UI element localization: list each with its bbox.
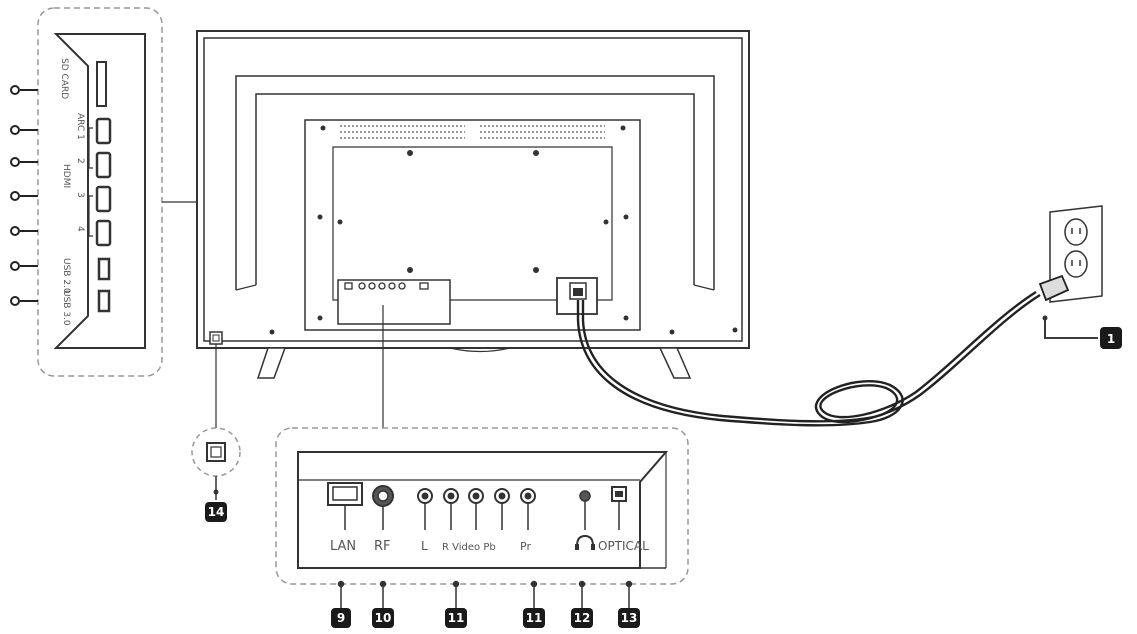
left-stand <box>256 347 287 379</box>
svg-text:13: 13 <box>621 611 638 625</box>
hdmi-arc-label: ARC 1 <box>75 113 85 140</box>
rf-port <box>372 485 394 530</box>
usb-3-label: USB 3.0 <box>61 290 71 326</box>
hdmi-3-port <box>95 185 112 213</box>
power-cord <box>576 290 1041 427</box>
audio-l-label: L <box>421 539 428 553</box>
pr-label: Pr <box>520 540 531 553</box>
svg-text:12: 12 <box>574 611 591 625</box>
rf-label: RF <box>374 539 391 554</box>
sd-card-slot <box>96 61 107 107</box>
usb-2-port <box>97 257 111 281</box>
ir-sensor <box>209 331 223 345</box>
svg-text:11: 11 <box>448 611 465 625</box>
svg-text:11: 11 <box>526 611 543 625</box>
callout-badge-component: 11 <box>523 608 545 628</box>
callout-badge-rf: 10 <box>372 608 394 628</box>
svg-text:9: 9 <box>337 611 345 625</box>
hdmi-2-port <box>95 151 112 179</box>
svg-text:10: 10 <box>375 611 392 625</box>
hdmi-4-port <box>95 219 112 247</box>
right-stand <box>658 347 692 379</box>
hdmi-2-label: 2 <box>75 158 85 164</box>
optical-label: OPTICAL <box>598 539 649 553</box>
callout-badge-ir-sensor: 14 <box>205 502 227 522</box>
lan-port <box>327 482 363 530</box>
svg-text:1: 1 <box>1107 332 1115 346</box>
svg-text:14: 14 <box>208 505 225 519</box>
callout-badge-optical: 13 <box>618 608 640 628</box>
callout-badge-headphone: 12 <box>571 608 593 628</box>
tv-back <box>196 30 750 379</box>
headphone-jack <box>575 490 595 550</box>
wall-outlet <box>1038 205 1103 339</box>
hdmi-label: HDMI <box>61 164 71 188</box>
hdmi-1-port <box>95 117 112 145</box>
usb-2-label: USB 2.0 <box>61 258 71 294</box>
usb-3-port <box>97 289 111 313</box>
hdmi-3-label: 3 <box>75 192 85 198</box>
optical-port <box>611 486 627 530</box>
side-markers <box>10 85 38 306</box>
sd-card-label: SD CARD <box>59 58 69 99</box>
hdmi-4-label: 4 <box>75 226 85 232</box>
callout-badge-power: 1 <box>1100 327 1122 349</box>
bottom-panel-callout: LAN RF L R Video Pb Pr OPTICAL <box>275 305 689 608</box>
callout-badge-lan: 9 <box>331 608 351 628</box>
callout-badge-av-in: 11 <box>445 608 467 628</box>
video-label: R Video Pb <box>442 542 496 553</box>
side-panel-callout: SD CARD ARC 1 2 HDMI 3 4 USB 2.0 USB 3.0 <box>10 7 308 377</box>
ir-sensor-callout <box>191 344 241 500</box>
lan-label: LAN <box>330 539 356 554</box>
